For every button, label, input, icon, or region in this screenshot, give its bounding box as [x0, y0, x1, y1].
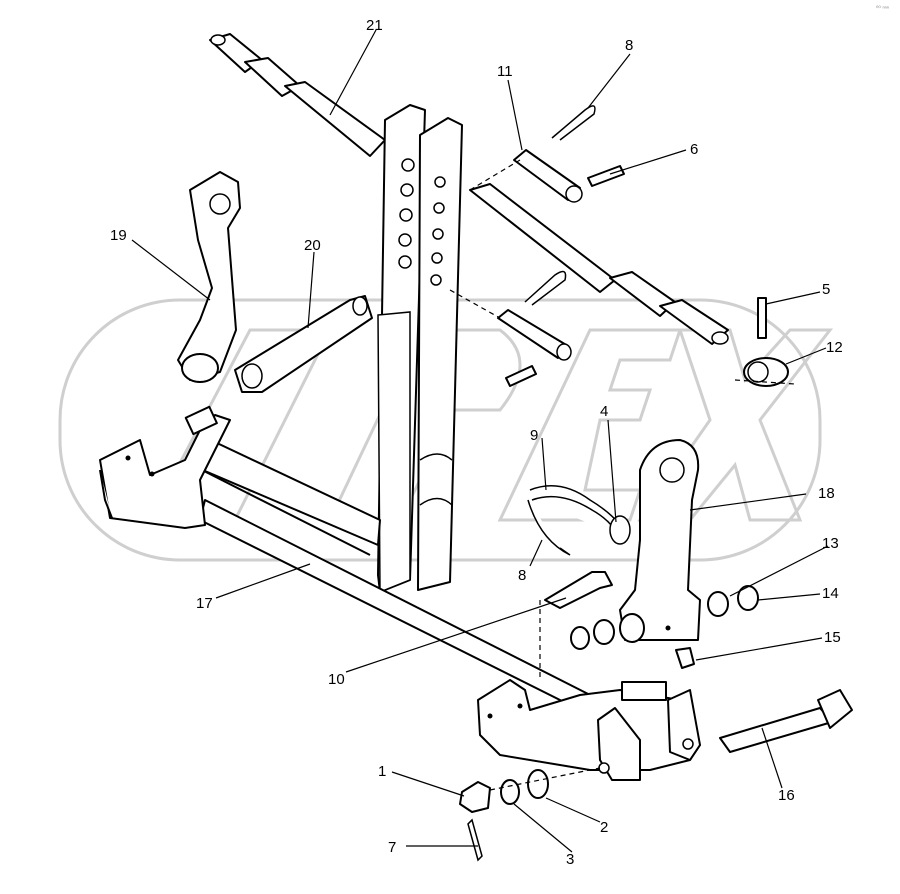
alignment-lines — [449, 159, 796, 791]
washer-14 — [737, 585, 759, 611]
callout-1: 1 — [378, 763, 386, 780]
corner-mark: ⁰⁰ ⁿⁿⁿ — [876, 5, 889, 12]
callout-10: 10 — [328, 671, 345, 688]
collar-12 — [743, 357, 789, 387]
mast-plates — [377, 104, 463, 594]
spring-clip-8a — [551, 105, 596, 141]
washer-3 — [500, 779, 520, 805]
arm-18 — [619, 439, 701, 643]
callout-8-bottom: 8 — [518, 567, 526, 584]
lever-pin-10 — [544, 571, 613, 609]
callout-15: 15 — [824, 629, 841, 646]
arm-19 — [177, 171, 241, 383]
pin-middle — [497, 309, 572, 387]
callout-6: 6 — [690, 141, 698, 158]
spring-clip-lower — [524, 270, 567, 306]
lower-hook — [477, 679, 701, 781]
callout-3: 3 — [566, 851, 574, 868]
callout-labels: 21 8 11 6 19 20 5 12 4 9 18 8 17 13 14 1… — [110, 17, 843, 868]
callout-18: 18 — [818, 485, 835, 502]
callout-19: 19 — [110, 227, 127, 244]
callout-16: 16 — [778, 787, 795, 804]
grease-nipple-15 — [675, 647, 695, 669]
threaded-pin-16 — [719, 689, 853, 753]
chain-9 — [527, 485, 631, 556]
link-bar-20 — [234, 295, 373, 393]
leader-lines — [131, 29, 829, 853]
callout-20: 20 — [304, 237, 321, 254]
pin-6 — [587, 165, 625, 187]
cotter-pin-7 — [467, 818, 483, 862]
washer-2 — [527, 769, 549, 799]
callout-8-top: 8 — [625, 37, 633, 54]
pin-11 — [513, 149, 583, 203]
callout-12: 12 — [826, 339, 843, 356]
bushings-left — [570, 619, 615, 650]
callout-9: 9 — [530, 427, 538, 444]
stud-5 — [757, 297, 767, 339]
lower-frame-17 — [99, 405, 601, 716]
callout-4: 4 — [600, 403, 608, 420]
callout-2: 2 — [600, 819, 608, 836]
callout-13: 13 — [822, 535, 839, 552]
callout-11: 11 — [497, 63, 513, 80]
callout-21: 21 — [366, 17, 383, 34]
callout-7: 7 — [388, 839, 396, 856]
callout-17: 17 — [196, 595, 213, 612]
nut-1 — [459, 781, 491, 813]
callout-14: 14 — [822, 585, 839, 602]
shaft-21 — [209, 33, 729, 345]
bushing-13 — [707, 591, 729, 617]
callout-5: 5 — [822, 281, 830, 298]
